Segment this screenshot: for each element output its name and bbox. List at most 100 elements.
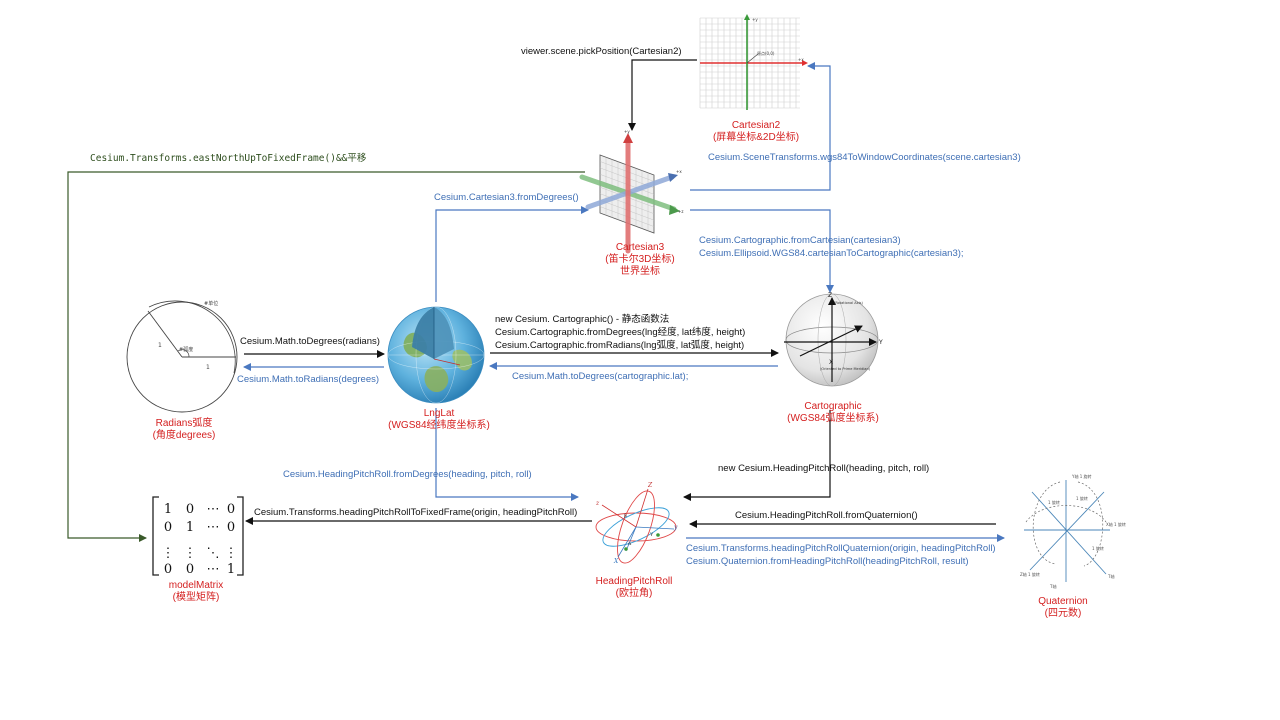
radius-label: 1 [158, 342, 162, 349]
node-lnglat-name: LngLat [423, 408, 455, 419]
node-cartesian3-label: Cartesian3 (笛卡尔3D坐标) 世界坐标 [605, 242, 674, 278]
edge-label-wgs84-to-window: Cesium.SceneTransforms.wgs84ToWindowCoor… [708, 152, 1021, 163]
edges [67, 59, 1005, 542]
matrix-cell: ⋱ [207, 546, 220, 561]
node-cartesian2-name: Cartesian2 [731, 120, 781, 131]
node-radians-sub: (角度degrees) [152, 430, 216, 441]
node-modelmatrix-sub: (模型矩阵) [172, 592, 220, 603]
matrix-cell: ⋯ [207, 520, 220, 535]
radian-label: #弧度 [179, 346, 193, 353]
node-cartographic-sub: (WGS84弧度坐标系) [787, 413, 879, 424]
node-cartesian3-sub2: 世界坐标 [619, 266, 660, 277]
radius-label: 1 [206, 364, 210, 371]
axis-z-note: (Rotational Axis) [834, 301, 863, 305]
node-hpr-name: HeadingPitchRoll [595, 576, 673, 587]
matrix-cell: 0 [227, 520, 235, 535]
matrix-cell: 0 [227, 502, 235, 517]
matrix-cell: 1 [186, 520, 194, 535]
edge-label-from-cartesian: Cesium.Cartographic.fromCartesian(cartes… [699, 235, 901, 246]
svg-text:Y轴 1 旋转: Y轴 1 旋转 [1071, 473, 1092, 479]
node-cartesian3-sub: (笛卡尔3D坐标) [605, 254, 675, 265]
svg-text:α: α [628, 541, 632, 547]
node-quaternion-label: Quaternion (四元数) [1038, 596, 1087, 620]
edge-label-math-todegrees-carto: Cesium.Math.toDegrees(cartographic.lat); [512, 371, 689, 382]
edge-label-quaternion-from-hpr: Cesium.Quaternion.fromHeadingPitchRoll(h… [686, 556, 969, 567]
svg-text:原点(0,0): 原点(0,0) [757, 50, 775, 56]
node-cartographic-name: Cartographic [804, 401, 862, 412]
edge-label-new-cartographic: new Cesium. Cartographic() - 静态函数法 [495, 314, 670, 325]
svg-text:+x: +x [798, 57, 804, 62]
arrow-enu-fixed-frame [67, 171, 585, 542]
node-quaternion-name: Quaternion [1038, 596, 1088, 607]
svg-text:1 旋转: 1 旋转 [1092, 545, 1104, 551]
edge-label-hpr-quaternion: Cesium.Transforms.headingPitchRollQuater… [686, 543, 996, 554]
edge-label-hpr-from-degrees: Cesium.HeadingPitchRoll.fromDegrees(head… [283, 469, 532, 480]
node-radians-name: Radians弧度 [155, 418, 213, 429]
svg-text:Z: Z [647, 482, 653, 489]
radian-circle-icon: #单位 #弧度 1 1 [126, 300, 238, 413]
arrow-pickposition [628, 59, 697, 131]
node-modelmatrix-name: modelMatrix [168, 580, 224, 591]
unit-label: #单位 [204, 300, 218, 307]
matrix-cell: 0 [164, 520, 172, 535]
svg-text:X轴 1 旋转: X轴 1 旋转 [1106, 521, 1126, 527]
matrix-cell: 0 [186, 562, 194, 577]
node-modelmatrix-label: modelMatrix (模型矩阵) [169, 580, 223, 604]
svg-text:γ: γ [650, 531, 653, 537]
node-radians-label: Radians弧度 (角度degrees) [153, 418, 216, 442]
axis-x-label: X [829, 359, 833, 366]
svg-text:+z: +z [678, 209, 683, 214]
svg-text:T轴: T轴 [1049, 583, 1056, 589]
edge-label-pickposition: viewer.scene.pickPosition(Cartesian2) [521, 46, 682, 57]
matrix-cell: ⋮ [225, 546, 238, 561]
node-hpr-label: HeadingPitchRoll (欧拉角) [596, 576, 673, 600]
matrix-cell: ⋮ [162, 546, 175, 561]
cartesian-3d-axes-icon: +y +x +z [579, 129, 683, 254]
axis-y-label: Y [878, 339, 883, 346]
arrow-new-hpr [683, 410, 831, 501]
svg-text:X: X [613, 558, 619, 565]
edge-label-carto-from-radians: Cesium.Cartographic.fromRadians(lng弧度, l… [495, 340, 745, 351]
edge-label-hpr-from-quaternion: Cesium.HeadingPitchRoll.fromQuaternion() [735, 510, 918, 521]
node-quaternion-sub: (四元数) [1044, 608, 1082, 619]
svg-text:+x: +x [676, 169, 682, 174]
svg-text:y: y [673, 524, 678, 531]
svg-text:1 旋转: 1 旋转 [1076, 495, 1088, 501]
edge-label-enu-fixed-frame: Cesium.Transforms.eastNorthUpToFixedFram… [90, 153, 367, 164]
edge-label-carto-from-degrees: Cesium.Cartographic.fromDegrees(lng经度, l… [495, 327, 746, 338]
matrix-cell: 1 [227, 562, 235, 577]
ellipsoid-axes-icon: Z Y X (Rotational Axis) (Oriented to Pri… [784, 292, 883, 387]
svg-text:T轴: T轴 [1107, 573, 1114, 579]
matrix-cell: 1 [164, 502, 172, 517]
edge-label-math-toradians: Cesium.Math.toRadians(degrees) [237, 374, 380, 385]
node-cartesian2-sub: (屏幕坐标&2D坐标) [712, 132, 800, 143]
node-lnglat-sub: (WGS84经纬度坐标系) [388, 420, 490, 431]
edge-label-ellipsoid-to-cartographic: Cesium.Ellipsoid.WGS84.cartesianToCartog… [699, 248, 964, 259]
matrix-cell: ⋮ [184, 546, 197, 561]
arrow-wgs84-to-window [690, 62, 831, 191]
matrix-cell: ⋯ [207, 502, 220, 517]
svg-text:β: β [624, 513, 627, 519]
node-cartesian2-label: Cartesian2 (屏幕坐标&2D坐标) [713, 120, 799, 144]
quaternion-axes-icon: Y轴 1 旋转 X轴 1 旋转 Z轴 1 旋转 T轴 T轴 1 旋转 1 旋转 … [1020, 473, 1126, 589]
arrow-hpr-from-degrees [435, 408, 579, 501]
axis-x-note: (Oriented to Prime Meridian) [820, 367, 871, 371]
arrow-cartesian3-from-degrees [435, 206, 589, 302]
matrix-cell: ⋯ [207, 562, 220, 577]
matrix-cell: 0 [164, 562, 172, 577]
node-cartographic-label: Cartographic (WGS84弧度坐标系) [787, 401, 879, 425]
arrow-from-cartesian [690, 209, 834, 293]
node-lnglat-label: LngLat (WGS84经纬度坐标系) [388, 408, 490, 432]
edge-label-cartesian3-from-degrees: Cesium.Cartesian3.fromDegrees() [434, 192, 579, 203]
svg-text:Z轴 1 旋转: Z轴 1 旋转 [1020, 571, 1040, 577]
axis-z-label: Z [828, 292, 832, 299]
edge-label-math-todegrees: Cesium.Math.toDegrees(radians) [240, 336, 380, 347]
node-hpr-sub: (欧拉角) [615, 588, 653, 599]
svg-text:z: z [595, 500, 600, 507]
matrix-cell: 0 [186, 502, 194, 517]
edge-label-new-hpr: new Cesium.HeadingPitchRoll(heading, pit… [718, 463, 930, 474]
node-cartesian3-name: Cartesian3 [615, 242, 665, 253]
euler-angles-icon: z Z y X β α γ [595, 482, 678, 565]
svg-text:1 旋转: 1 旋转 [1048, 499, 1060, 505]
